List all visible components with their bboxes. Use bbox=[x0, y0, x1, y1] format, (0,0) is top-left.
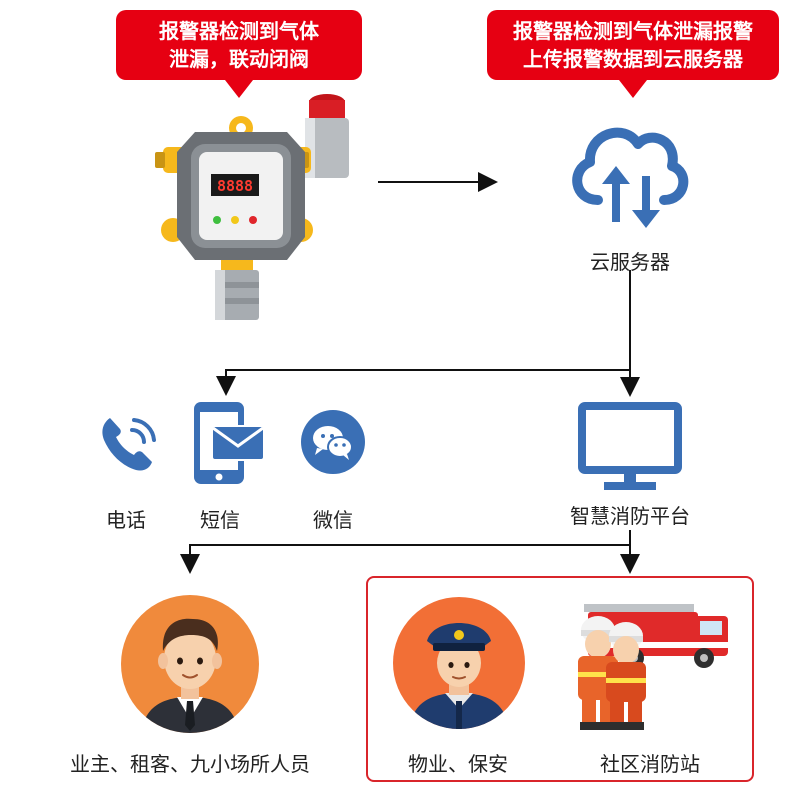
wechat-icon bbox=[301, 410, 365, 474]
responders-box bbox=[366, 576, 754, 782]
cloud-callout-line2: 上传报警数据到云服务器 bbox=[523, 47, 743, 71]
detector-display: 8888 bbox=[217, 177, 253, 195]
line-to-owners bbox=[180, 544, 630, 574]
phone-label: 电话 bbox=[106, 508, 146, 532]
line-to-notify bbox=[216, 369, 630, 396]
cloud-upload-download-icon bbox=[572, 127, 689, 228]
detector-callout-line1: 报警器检测到气体 bbox=[159, 19, 319, 43]
platform-label: 智慧消防平台 bbox=[570, 504, 690, 528]
sms-icon bbox=[194, 402, 265, 484]
security-label: 物业、保安 bbox=[408, 752, 508, 776]
monitor-icon bbox=[578, 402, 682, 490]
cloud-server-label: 云服务器 bbox=[590, 250, 670, 274]
security-guard-avatar bbox=[393, 597, 525, 729]
detector-callout: 报警器检测到气体 泄漏，联动闭阀 bbox=[116, 10, 362, 98]
cloud-callout-line1: 报警器检测到气体泄漏报警 bbox=[513, 19, 753, 43]
owner-avatar bbox=[121, 595, 259, 733]
wechat-label: 微信 bbox=[313, 508, 353, 532]
fire-station-image bbox=[578, 604, 728, 730]
owners-label: 业主、租客、九小场所人员 bbox=[70, 752, 310, 776]
sms-label: 短信 bbox=[200, 508, 240, 532]
phone-icon bbox=[102, 418, 156, 471]
gas-detector-image: 8888 bbox=[155, 94, 349, 320]
detector-callout-line2: 泄漏，联动闭阀 bbox=[169, 47, 309, 71]
cloud-callout: 报警器检测到气体泄漏报警 上传报警数据到云服务器 bbox=[487, 10, 779, 98]
fire-station-label: 社区消防站 bbox=[600, 752, 700, 776]
